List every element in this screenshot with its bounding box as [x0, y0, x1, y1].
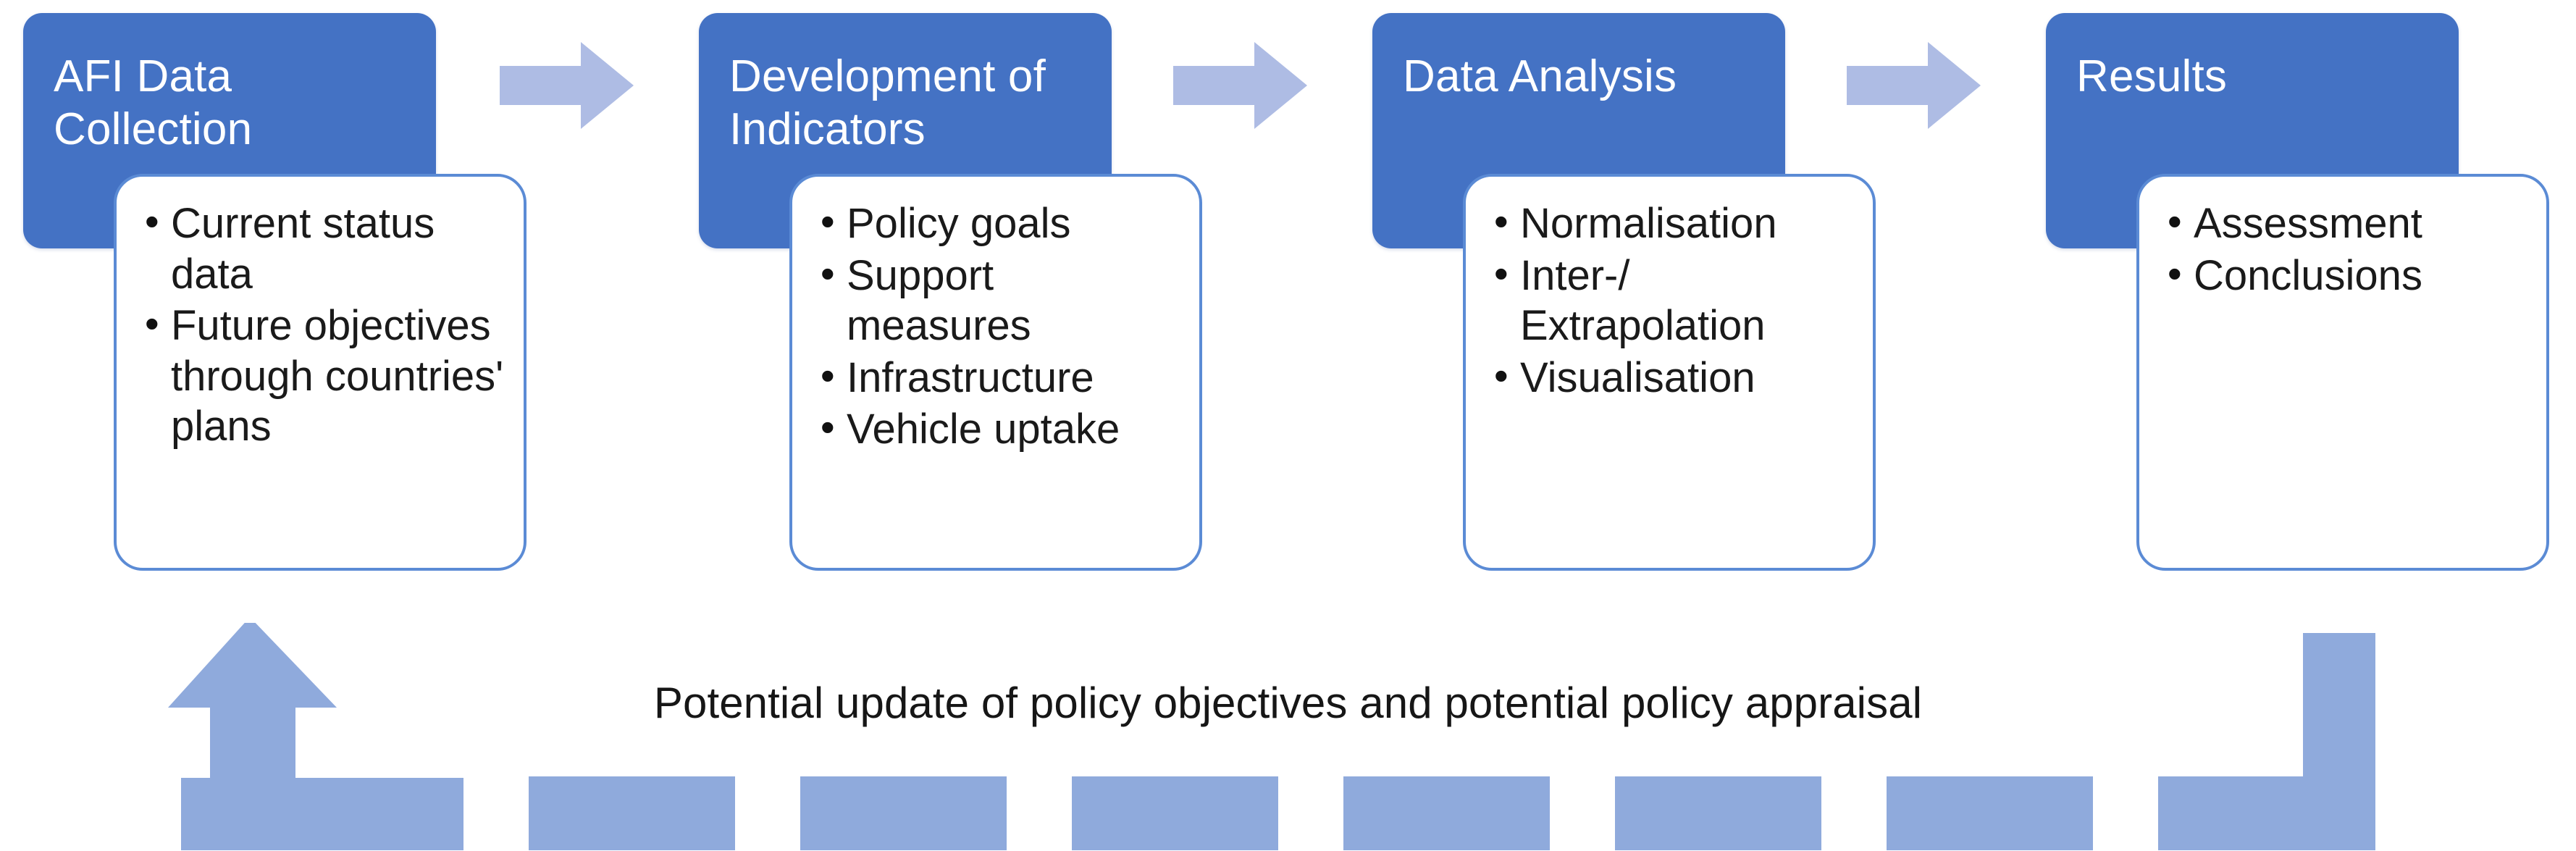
- bullet-list-3: Normalisation Inter-/ Extrapolation Visu…: [1491, 197, 1860, 404]
- list-item: Support measures: [818, 249, 1186, 351]
- list-item: Visualisation: [1491, 351, 1860, 403]
- right-chevron-arrow-icon-3: [1847, 42, 1981, 129]
- bullet-list-4: Assessment Conclusions: [2165, 197, 2533, 302]
- stage-data-analysis: Data Analysis Normalisation Inter-/ Extr…: [1372, 0, 1879, 594]
- stage-title-1: AFI Data Collection: [54, 51, 253, 154]
- stage-title-4: Results: [2076, 51, 2228, 101]
- stage-title-3: Data Analysis: [1403, 51, 1677, 101]
- list-item: Assessment: [2165, 197, 2533, 249]
- dashed-feedback-arrow-icon: [0, 623, 2576, 851]
- list-item: Future objectives through countries' pla…: [142, 299, 511, 452]
- stage-card-3: Normalisation Inter-/ Extrapolation Visu…: [1463, 174, 1876, 571]
- bullet-list-1: Current status data Future objectives th…: [142, 197, 511, 453]
- feedback-loop-caption: Potential update of policy objectives an…: [653, 679, 1923, 727]
- stage-results: Results Assessment Conclusions: [2046, 0, 2553, 594]
- bullet-list-2: Policy goals Support measures Infrastruc…: [818, 197, 1186, 456]
- list-item: Conclusions: [2165, 249, 2533, 301]
- list-item: Inter-/ Extrapolation: [1491, 249, 1860, 351]
- stage-card-2: Policy goals Support measures Infrastruc…: [789, 174, 1202, 571]
- stage-title-2: Development of Indicators: [729, 51, 1046, 154]
- list-item: Normalisation: [1491, 197, 1860, 249]
- stage-card-4: Assessment Conclusions: [2136, 174, 2549, 571]
- right-chevron-arrow-icon-1: [500, 42, 634, 129]
- list-item: Vehicle uptake: [818, 403, 1186, 455]
- stage-afi-data-collection: AFI Data Collection Current status data …: [23, 0, 530, 594]
- stage-card-1: Current status data Future objectives th…: [114, 174, 526, 571]
- stage-development-of-indicators: Development of Indicators Policy goals S…: [699, 0, 1206, 594]
- list-item: Infrastructure: [818, 351, 1186, 403]
- list-item: Policy goals: [818, 197, 1186, 249]
- list-item: Current status data: [142, 197, 511, 299]
- right-chevron-arrow-icon-2: [1173, 42, 1307, 129]
